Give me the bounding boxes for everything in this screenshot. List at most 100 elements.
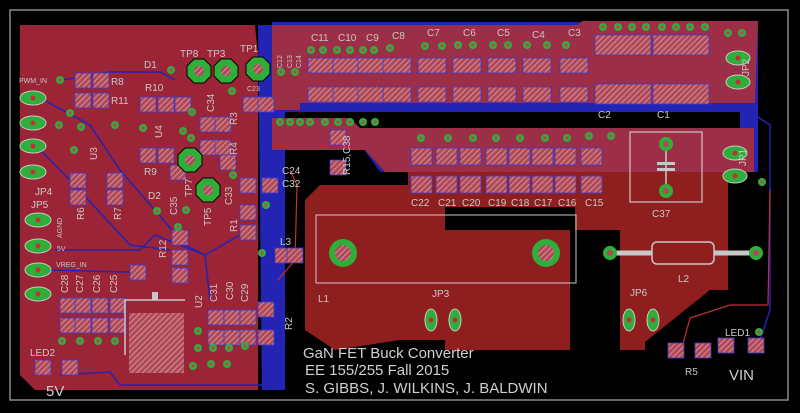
label-c15: C15 (585, 198, 604, 209)
via-drill (601, 25, 605, 29)
via-drill (288, 120, 292, 124)
smd-pad (239, 224, 257, 241)
label-r6: R6 (76, 207, 87, 220)
via-drill (361, 120, 365, 124)
via-drill (388, 46, 392, 50)
smd-pad (652, 34, 710, 56)
jumper-drill (732, 173, 738, 179)
test-point-drill (185, 155, 195, 165)
label-jp5: JP5 (31, 200, 49, 211)
smd-pad (559, 57, 589, 74)
smd-pad (332, 57, 362, 74)
smd-pad (91, 317, 109, 334)
via-drill (155, 209, 159, 213)
smd-pad (207, 329, 225, 346)
via-drill (308, 120, 312, 124)
top-traces (277, 169, 771, 356)
label-c7: C7 (427, 28, 440, 39)
via-drill (68, 111, 72, 115)
label-u2: U2 (194, 295, 205, 308)
smd-pad (485, 147, 508, 166)
label-c16: C16 (558, 198, 577, 209)
label-jp4: JP4 (35, 187, 53, 198)
via-drill (688, 25, 692, 29)
smd-pad (329, 159, 347, 176)
smd-pad (452, 57, 482, 74)
via-drill (181, 129, 185, 133)
smd-pad (139, 147, 157, 164)
label-l1: L1 (318, 294, 330, 305)
via-drill (231, 173, 235, 177)
test-point-drill (253, 64, 263, 74)
smd-pad (329, 129, 347, 146)
smd-pad (171, 249, 189, 266)
title-line-3: S. GIBBS, J. WILKINS, J. BALDWIN (305, 380, 548, 397)
via-drill (176, 225, 180, 229)
label-c18: C18 (511, 198, 530, 209)
label-c28: C28 (60, 274, 71, 293)
label-c26: C26 (92, 274, 103, 293)
title-block: GaN FET Buck Converter EE 155/255 Fall 2… (46, 345, 754, 400)
smd-pad (522, 57, 552, 74)
label-c25: C25 (109, 274, 120, 293)
label-agnd: AGND (57, 218, 64, 238)
label-r8: R8 (111, 77, 124, 88)
smd-pad (459, 147, 482, 166)
smd-pad (174, 96, 192, 113)
smd-pad (594, 83, 652, 105)
test-point-drill (194, 66, 204, 76)
board-outline (9, 9, 789, 401)
label-c6: C6 (463, 28, 476, 39)
label-tp3: TP3 (207, 49, 226, 60)
smd-pad (69, 189, 87, 206)
5v-label: 5V (46, 383, 64, 400)
l1-pad-drill (538, 245, 554, 261)
label-c29: C29 (240, 283, 251, 302)
smd-pad (239, 204, 257, 221)
label-u4: U4 (154, 125, 165, 138)
via-drill (760, 180, 764, 184)
via-drill (321, 48, 325, 52)
label-r3: R3 (229, 112, 240, 125)
via-drill (373, 120, 377, 124)
jumper-drill (35, 217, 41, 223)
via-drill (196, 329, 200, 333)
label-c13: C13 (287, 55, 294, 68)
jumper-drill (735, 55, 741, 61)
smd-pad (157, 147, 175, 164)
label-jp6: JP6 (630, 288, 648, 299)
via-drill (440, 44, 444, 48)
jumper-drill (30, 120, 36, 126)
smd-pad (207, 309, 225, 326)
via-drill (616, 25, 620, 29)
jumper-drill (30, 95, 36, 101)
smd-pad (34, 359, 52, 376)
via-drill (230, 89, 234, 93)
label-d1: D1 (144, 60, 157, 71)
label-r9: R9 (144, 167, 157, 178)
via-drill (227, 346, 231, 350)
jumper-drill (626, 317, 632, 323)
label-c37: C37 (652, 209, 671, 220)
smd-pad (580, 147, 603, 166)
smd-pad (694, 342, 712, 359)
smd-pad (554, 147, 577, 166)
label-c8: C8 (392, 31, 405, 42)
silkscreen-labels: C11 C10 C9 C8 C7 C6 C5 C4 C3 C2 C1 C12 C… (19, 28, 752, 378)
top-copper (20, 21, 758, 390)
jumper-pads (19, 50, 751, 332)
via-drill (674, 25, 678, 29)
smd-pad (652, 83, 710, 105)
smd-pad (487, 86, 517, 103)
label-c14: C14 (296, 55, 303, 68)
smd-pad (717, 337, 735, 354)
smd-pad (357, 57, 387, 74)
via-drill (60, 339, 64, 343)
smd-pad (74, 72, 92, 89)
via-drill (309, 48, 313, 52)
smd-pad (485, 175, 508, 194)
smd-pad (91, 297, 109, 314)
smd-pad (747, 337, 765, 354)
smd-pad (459, 175, 482, 194)
